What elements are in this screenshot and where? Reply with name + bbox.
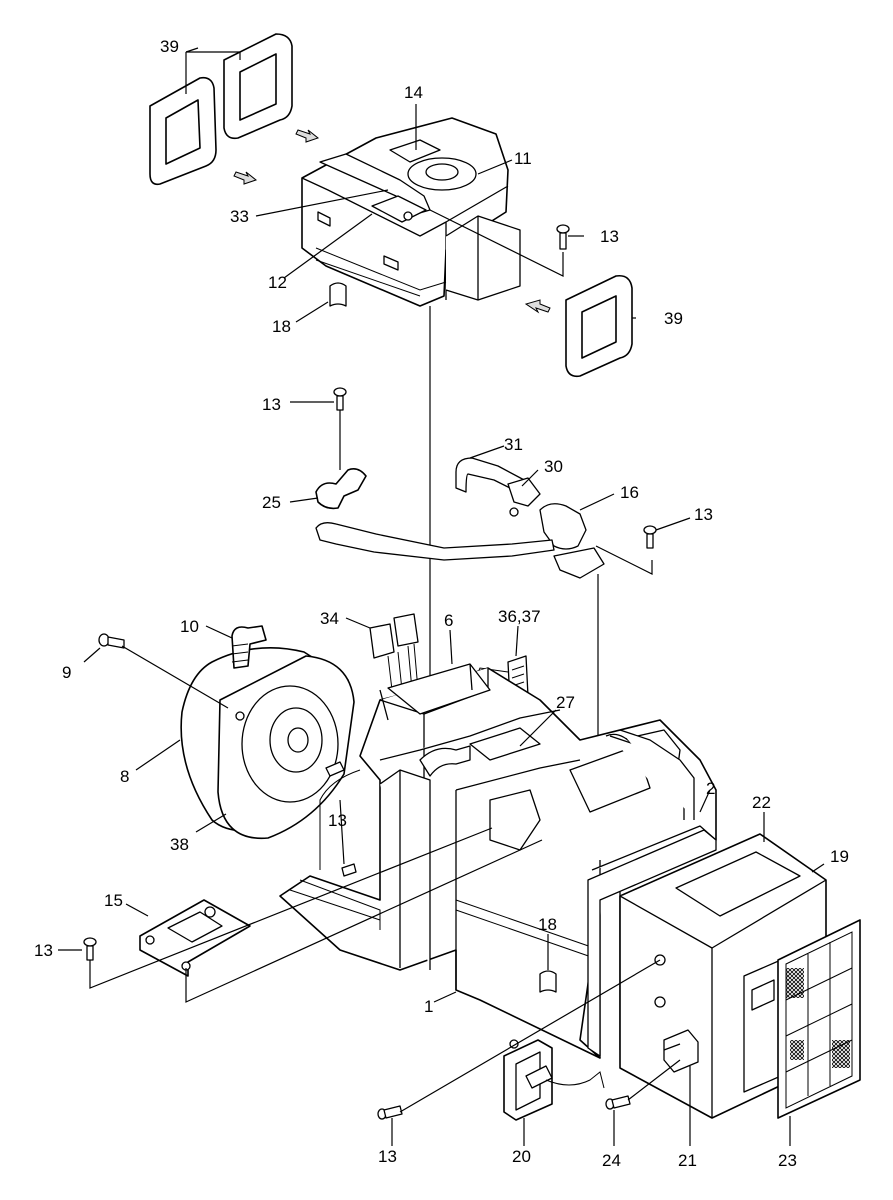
hose-10 <box>231 625 267 669</box>
filter-39-left <box>149 76 217 186</box>
resistor-20 <box>503 1039 605 1121</box>
clip-18-lower <box>539 970 557 993</box>
label-13: 13 <box>694 505 713 524</box>
water-valve-16 <box>539 503 587 550</box>
clip-18-top <box>329 282 347 307</box>
screw-13-bottom <box>377 1105 403 1120</box>
hose-clamp-30 <box>507 477 541 507</box>
screw-13-upper <box>333 387 347 411</box>
label-13: 13 <box>328 811 347 830</box>
label-31: 31 <box>504 435 523 454</box>
label-24: 24 <box>602 1151 621 1170</box>
label-12: 12 <box>268 273 287 292</box>
label-36-37: 36,37 <box>498 607 541 626</box>
label-39: 39 <box>160 37 179 56</box>
bracket-25 <box>315 468 367 510</box>
label-13: 13 <box>34 941 53 960</box>
label-20: 20 <box>512 1147 531 1166</box>
pipe-long <box>315 522 555 561</box>
screw-24 <box>605 1095 631 1110</box>
label-39: 39 <box>664 309 683 328</box>
label-33: 33 <box>230 207 249 226</box>
switch-21 <box>663 1029 699 1073</box>
grille-23 <box>777 919 861 1119</box>
screw-13-right <box>643 525 657 549</box>
label-22: 22 <box>752 793 771 812</box>
screw-13-case <box>325 761 357 877</box>
filter-39-right-lower <box>565 274 633 378</box>
blower-motor-8 <box>180 647 355 840</box>
screw-13-bracket <box>83 937 97 961</box>
label-13: 13 <box>600 227 619 246</box>
label-6: 6 <box>444 611 453 630</box>
label-21: 21 <box>678 1151 697 1170</box>
label-19: 19 <box>830 847 849 866</box>
label-2: 2 <box>706 779 715 798</box>
label-14: 14 <box>404 83 423 102</box>
label-30: 30 <box>544 457 563 476</box>
label-13: 13 <box>262 395 281 414</box>
connector-34 <box>369 613 419 691</box>
airflow-arrow-icon <box>233 171 258 185</box>
label-18: 18 <box>538 915 557 934</box>
label-18: 18 <box>272 317 291 336</box>
label-1: 1 <box>424 997 433 1016</box>
screw-13-top <box>556 224 570 250</box>
label-9: 9 <box>62 663 71 682</box>
label-23: 23 <box>778 1151 797 1170</box>
bracket-15 <box>139 899 251 977</box>
label-16: 16 <box>620 483 639 502</box>
filter-39-right <box>223 33 293 140</box>
label-13: 13 <box>378 1147 397 1166</box>
label-27: 27 <box>556 693 575 712</box>
gasket-2 <box>587 829 717 1057</box>
airflow-arrow-icon <box>295 129 320 143</box>
label-38: 38 <box>170 835 189 854</box>
screw-9 <box>98 633 125 649</box>
airflow-arrow-icon <box>524 299 551 314</box>
label-11: 11 <box>514 149 532 168</box>
label-34: 34 <box>320 609 339 628</box>
label-15: 15 <box>104 891 123 910</box>
label-25: 25 <box>262 493 281 512</box>
label-10: 10 <box>180 617 199 636</box>
label-8: 8 <box>120 767 129 786</box>
